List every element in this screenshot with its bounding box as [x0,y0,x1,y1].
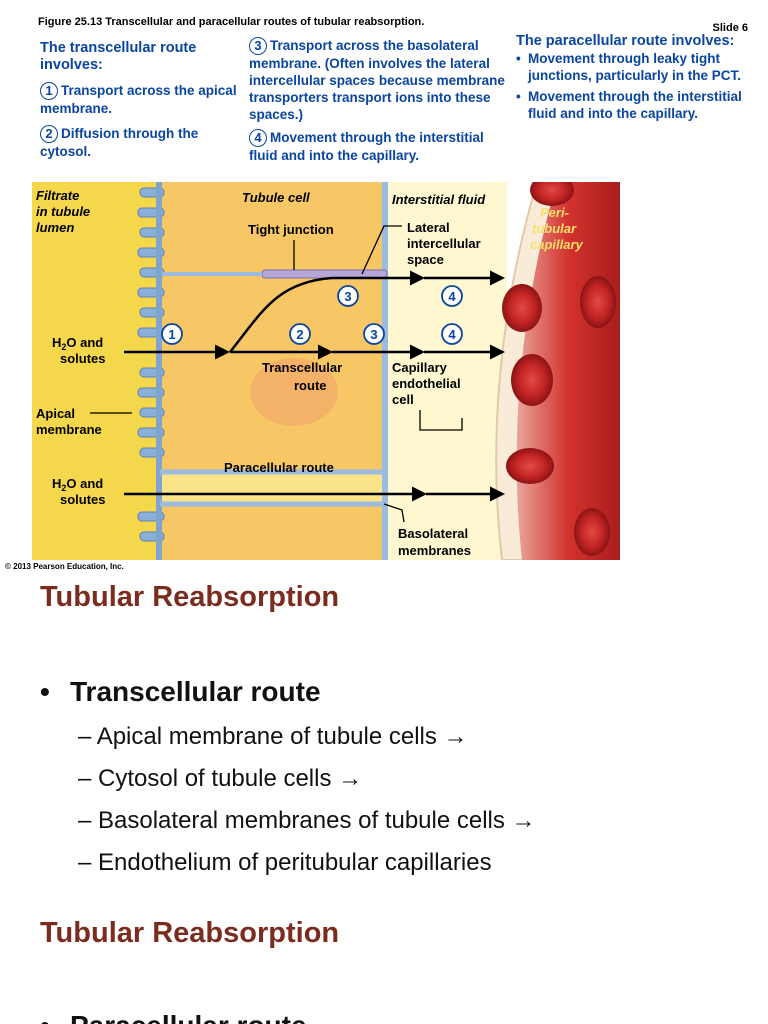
paracellular-head: The paracellular route involves: [516,33,735,49]
step-circle-1: 1 [161,323,183,345]
transcellular-head: The transcellular route involves: [40,40,197,73]
section-title-2: Tubular Reabsorption [40,917,340,949]
lateral-space-leader [361,225,402,275]
red-blood-cell [530,182,574,206]
step-2-badge: 2 [40,125,58,143]
list-item: – Basolateral membranes of tubule cells … [78,807,536,834]
red-blood-cell [506,448,554,484]
step-4-text: Movement through the interstitial fluid … [249,130,484,163]
bullet-paracellular-text: Paracellular route [70,1010,307,1024]
label-tight-junction: Tight junction [248,222,334,237]
red-blood-cell [502,284,542,332]
transcellular-steps-list: – Apical membrane of tubule cells → – Cy… [78,723,536,891]
red-blood-cell [574,508,610,556]
basolateral-leader [383,503,405,523]
list-item: – Cytosol of tubule cells → [78,765,363,792]
tubule-lumen [32,182,157,560]
transcellular-arrows [124,270,505,502]
step-2-text: Diffusion through the cytosol. [40,126,199,159]
tubule-cell-upper [157,182,387,472]
interstitial-fluid [387,182,507,560]
svg-text:3: 3 [344,289,351,304]
step-4-badge: 4 [249,129,267,147]
svg-text:4: 4 [448,289,456,304]
svg-text:4: 4 [448,327,456,342]
label-interstitial-fluid: Interstitial fluid [392,192,486,207]
red-blood-cell [580,276,616,328]
step-circle-4b: 4 [441,323,463,345]
step-3-badge: 3 [249,37,267,55]
bullet-transcellular: •Transcellular route [40,676,321,707]
list-item: – Apical membrane of tubule cells → [78,723,468,750]
step-circle-3a: 3 [337,285,359,307]
endothelial-leader [419,410,463,431]
lateral-intercellular-space [157,472,387,504]
step-circle-4a: 4 [441,285,463,307]
bullet-transcellular-text: Transcellular route [70,676,321,707]
red-blood-cell [511,354,553,406]
slide-number: Slide 6 [712,22,748,34]
paracellular-bullet-1: •Movement through leaky tight junctions,… [516,51,742,83]
step-1-badge: 1 [40,82,58,100]
paracellular-bullet-2: •Movement through the interstitial fluid… [516,89,742,121]
svg-text:3: 3 [370,327,377,342]
cell-nucleus [250,358,338,426]
figure-title: Figure 25.13 Transcellular and paracellu… [38,16,425,28]
list-item: – Endothelium of peritubular capillaries [78,849,492,876]
tubule-cell-lower [157,504,387,560]
paracellular-caption: The paracellular route involves: •Moveme… [516,33,756,122]
label-paracellular-route: Paracellular route [224,460,334,475]
svg-text:1: 1 [168,327,175,342]
bullet-paracellular: •Paracellular route [40,1010,307,1024]
step-1-text: Transport across the apical membrane. [40,83,237,116]
copyright: © 2013 Pearson Education, Inc. [5,562,124,571]
section-title-1: Tubular Reabsorption [40,581,340,613]
label-tubule-cell: Tubule cell [242,190,310,205]
step-circle-2: 2 [289,323,311,345]
step-3-text: Transport across the basolateral membran… [249,38,505,122]
svg-text:2: 2 [296,327,303,342]
step-circle-3b: 3 [363,323,385,345]
